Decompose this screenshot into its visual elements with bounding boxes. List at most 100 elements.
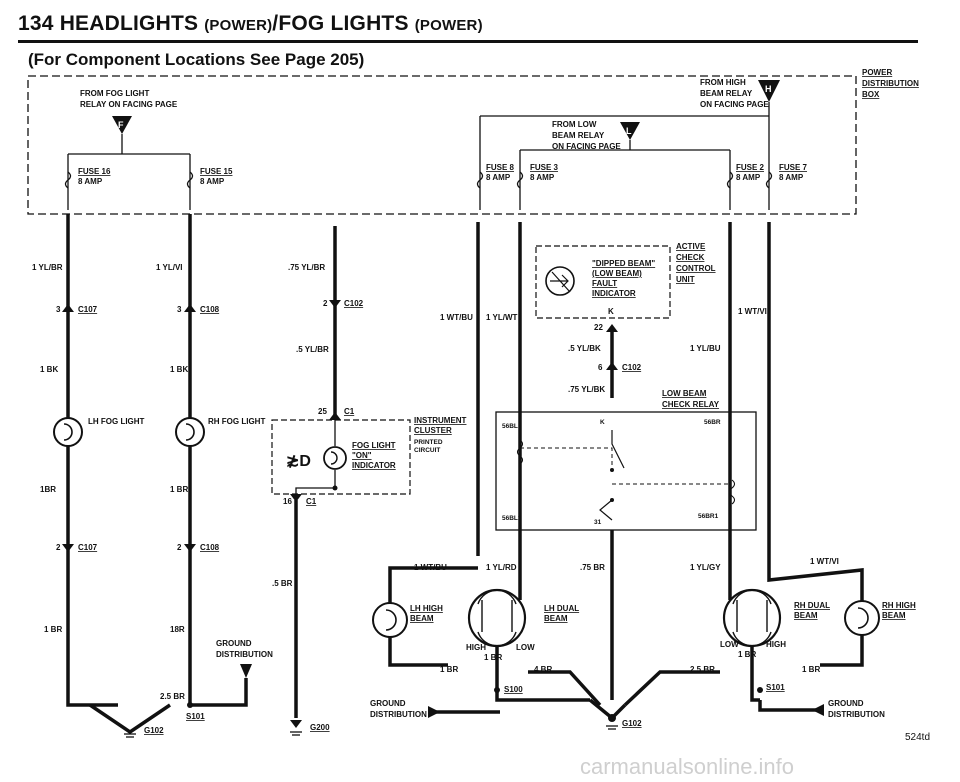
ground-g102-right: G102 bbox=[622, 719, 642, 728]
dipped-pin-22: 22 bbox=[594, 323, 603, 332]
wire-yl-br-5: .5 YL/BR bbox=[296, 345, 329, 354]
svg-text:C108: C108 bbox=[200, 305, 220, 314]
lh-high-beam: LH HIGH BEAM bbox=[372, 602, 443, 638]
acc-label-1: ACTIVE bbox=[676, 242, 706, 251]
wire-bk-1: 1 BK bbox=[40, 365, 58, 374]
svg-text:C108: C108 bbox=[200, 543, 220, 552]
wire-yl-br: 1 YL/BR bbox=[32, 263, 63, 272]
cluster-label-2: CLUSTER bbox=[414, 426, 452, 435]
low-relay-flag-icon bbox=[620, 122, 640, 140]
connector-c102-right: 6 C102 bbox=[598, 362, 642, 372]
fuse-3-rating: 8 AMP bbox=[530, 173, 555, 182]
cluster-label-1: INSTRUMENT bbox=[414, 416, 467, 425]
high-relay-letter: H bbox=[765, 84, 772, 94]
high-relay-text-2: BEAM RELAY bbox=[700, 89, 753, 98]
svg-text:HIGH: HIGH bbox=[766, 640, 786, 649]
connector-c1-top: 25 C1 bbox=[318, 407, 355, 420]
connector-c108-top: 3 C108 bbox=[177, 304, 220, 314]
connector-c108-bottom: 2 C108 bbox=[177, 543, 220, 552]
relay-pin-56bl1: 56BL1 bbox=[502, 515, 522, 522]
fuse-7-rating: 8 AMP bbox=[779, 173, 804, 182]
low-beam-check-relay-box bbox=[495, 411, 757, 531]
relay-label-1: LOW BEAM bbox=[662, 389, 707, 398]
lh-fog-light: LH FOG LIGHT bbox=[53, 417, 145, 447]
ground-dist-2-label-2: DISTRIBUTION bbox=[370, 710, 427, 719]
wire-yl-bk-5: .5 YL/BK bbox=[568, 344, 601, 353]
ground-dist-3-label-1: GROUND bbox=[828, 699, 864, 708]
title-power2: (POWER) bbox=[414, 17, 483, 34]
fuse-16: FUSE 16 8 AMP bbox=[64, 154, 111, 210]
page-number: 134 bbox=[18, 12, 54, 35]
fog-relay-letter: F bbox=[118, 120, 124, 130]
low-relay-text-3: ON FACING PAGE bbox=[552, 142, 621, 151]
power-box-label-3: BOX bbox=[862, 90, 880, 99]
wire-br-b: 1 BR bbox=[170, 485, 188, 494]
svg-text:C107: C107 bbox=[78, 305, 98, 314]
fog-relay-text-1: FROM FOG LIGHT bbox=[80, 89, 149, 98]
wire-br-c: 1 BR bbox=[44, 625, 62, 634]
wire-br-18r: 18R bbox=[170, 625, 185, 634]
fuse-16-label: FUSE 16 bbox=[78, 167, 111, 176]
wire-yl-bk-75: .75 YL/BK bbox=[568, 385, 605, 394]
svg-text:C102: C102 bbox=[344, 299, 364, 308]
header-rule bbox=[18, 40, 918, 43]
high-relay-text-1: FROM HIGH bbox=[700, 78, 746, 87]
fog-indicator-label-1: FOG LIGHT bbox=[352, 441, 396, 450]
ground-g102-left-icon bbox=[124, 733, 136, 738]
wire-br-a: 1BR bbox=[40, 485, 56, 494]
wire-yl-br-75: .75 YL/BR bbox=[288, 263, 325, 272]
relay-pin-56bl: 56BL bbox=[502, 423, 518, 430]
wire-bk-2: 1 BK bbox=[170, 365, 188, 374]
svg-text:16: 16 bbox=[283, 497, 292, 506]
fog-relay-flag-icon bbox=[112, 116, 132, 134]
connector-c107-bottom: 2 C107 bbox=[56, 543, 98, 552]
acc-label-2: CHECK bbox=[676, 253, 705, 262]
ground-g102-left: G102 bbox=[144, 726, 164, 735]
wire-yl-gy: 1 YL/GY bbox=[690, 563, 721, 572]
dipped-beam-indicator-box bbox=[535, 245, 671, 319]
ground-dist-2-label-1: GROUND bbox=[370, 699, 406, 708]
high-relay-text-3: ON FACING PAGE bbox=[700, 100, 769, 109]
splice-s101-left: S101 bbox=[186, 712, 205, 721]
title-headlights: HEADLIGHTS bbox=[59, 12, 199, 35]
dipped-label-1: "DIPPED BEAM" bbox=[592, 259, 655, 268]
fuse-16-rating: 8 AMP bbox=[78, 177, 103, 186]
power-distribution-box bbox=[27, 75, 857, 215]
fog-indicator-label-2: "ON" bbox=[352, 451, 372, 460]
connector-c1-bottom: 16 C1 bbox=[283, 494, 317, 506]
wire-yl-rd: 1 YL/RD bbox=[486, 563, 517, 572]
svg-text:LOW: LOW bbox=[516, 643, 535, 652]
figure-reference: 524td bbox=[905, 732, 931, 743]
fog-indicator-lamp-icon bbox=[323, 446, 347, 470]
svg-text:C102: C102 bbox=[622, 363, 642, 372]
wire-yl-wt: 1 YL/WT bbox=[486, 313, 518, 322]
connector-c102-left: 2 C102 bbox=[323, 299, 364, 308]
fuse-3-label: FUSE 3 bbox=[530, 163, 559, 172]
fuse-2-label: FUSE 2 bbox=[736, 163, 765, 172]
acc-label-3: CONTROL bbox=[676, 264, 716, 273]
low-relay-text-1: FROM LOW bbox=[552, 120, 597, 129]
fuse-15: FUSE 15 8 AMP bbox=[186, 154, 233, 210]
fuse-7: FUSE 7 8 AMP bbox=[765, 160, 808, 210]
wire-br-f: 1 BR bbox=[738, 650, 756, 659]
dipped-label-3: FAULT bbox=[592, 279, 617, 288]
fuse-3: FUSE 3 8 AMP bbox=[516, 160, 559, 210]
fuse-15-rating: 8 AMP bbox=[200, 177, 225, 186]
watermark: carmanualsonline.info bbox=[580, 754, 795, 779]
svg-text:C1: C1 bbox=[306, 497, 317, 506]
cluster-label-4: CIRCUIT bbox=[414, 447, 440, 454]
main-wires bbox=[66, 214, 864, 718]
wire-br-5: .5 BR bbox=[272, 579, 293, 588]
svg-text:BEAM: BEAM bbox=[544, 614, 568, 623]
wire-yl-vi: 1 YL/VI bbox=[156, 263, 183, 272]
dipped-label-4: INDICATOR bbox=[592, 289, 636, 298]
fuse-8: FUSE 8 8 AMP bbox=[476, 160, 515, 210]
svg-text:25: 25 bbox=[318, 407, 327, 416]
relay-label-2: CHECK RELAY bbox=[662, 400, 720, 409]
svg-text:LH DUAL: LH DUAL bbox=[544, 604, 579, 613]
fuse-15-label: FUSE 15 bbox=[200, 167, 233, 176]
svg-text:3: 3 bbox=[177, 305, 182, 314]
fog-symbol-icon: ≵D bbox=[286, 453, 311, 470]
fog-relay-text-2: RELAY ON FACING PAGE bbox=[80, 100, 178, 109]
ground-dist-1-label-2: DISTRIBUTION bbox=[216, 650, 273, 659]
